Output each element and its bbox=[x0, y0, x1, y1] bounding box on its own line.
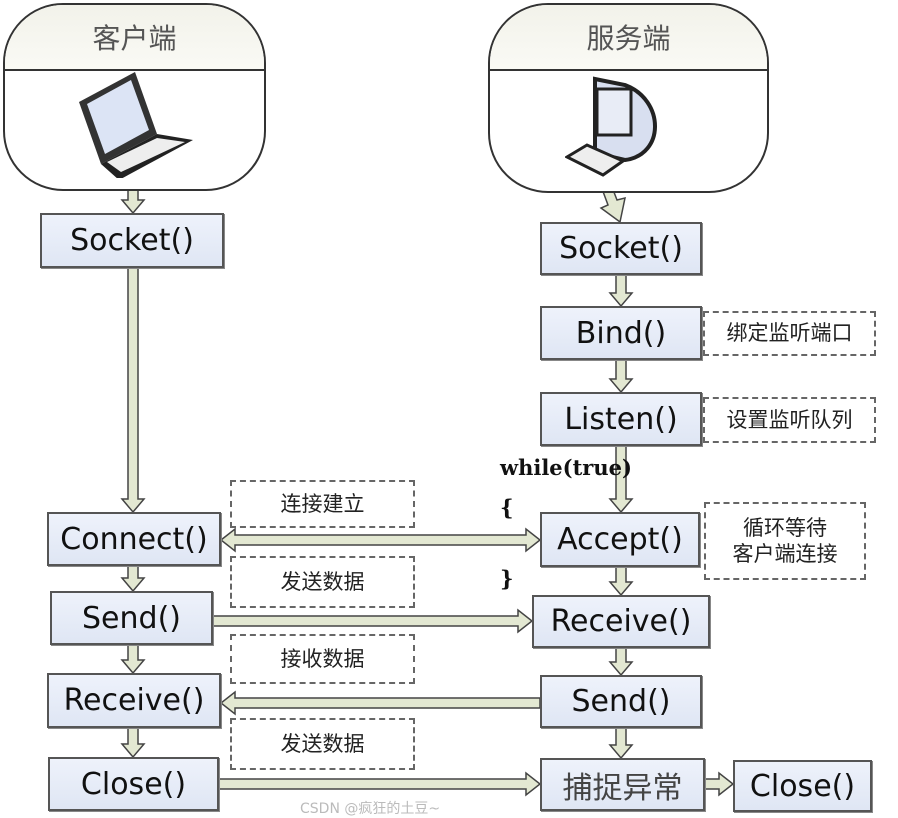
loop-close-brace: } bbox=[500, 566, 514, 591]
down-arrow bbox=[608, 566, 634, 597]
note-receive: 接收数据 bbox=[230, 634, 415, 684]
watermark: CSDN @疯狂的土豆~ bbox=[300, 801, 441, 817]
client-connect-box: Connect() bbox=[47, 512, 221, 566]
server-socket-box: Socket() bbox=[540, 222, 702, 275]
client-socket-box: Socket() bbox=[40, 213, 224, 268]
laptop-icon bbox=[79, 72, 193, 178]
server-bind-box: Bind() bbox=[540, 306, 702, 360]
right-arrow bbox=[218, 771, 542, 797]
left-arrow bbox=[219, 690, 541, 716]
down-arrow bbox=[120, 727, 146, 759]
server-send-box: Send() bbox=[540, 675, 702, 728]
right-arrow bbox=[704, 771, 735, 797]
down-arrow bbox=[608, 727, 634, 760]
server-receive-box: Receive() bbox=[532, 595, 710, 648]
down-arrow bbox=[120, 565, 146, 593]
down-arrow bbox=[608, 445, 634, 514]
server-close-box: Close() bbox=[733, 760, 872, 812]
note-accept: 循环等待 客户端连接 bbox=[704, 502, 866, 580]
right-arrow bbox=[212, 608, 534, 634]
down-arrow bbox=[608, 359, 634, 394]
note-send-1: 发送数据 bbox=[230, 556, 415, 608]
bidirectional-arrow bbox=[219, 527, 542, 553]
down-arrow bbox=[608, 647, 634, 677]
down-arrow bbox=[120, 267, 146, 514]
down-arrow bbox=[608, 274, 634, 308]
loop-open-brace: { bbox=[500, 495, 514, 520]
desktop-computer-icon bbox=[565, 76, 657, 177]
client-title: 客户端 bbox=[5, 5, 264, 71]
note-listen: 设置监听队列 bbox=[703, 397, 876, 443]
server-listen-box: Listen() bbox=[540, 392, 702, 446]
note-bind: 绑定监听端口 bbox=[703, 311, 876, 356]
server-accept-box: Accept() bbox=[540, 512, 700, 567]
client-receive-box: Receive() bbox=[47, 673, 221, 728]
note-connect: 连接建立 bbox=[230, 480, 415, 528]
client-send-box: Send() bbox=[50, 591, 213, 645]
while-loop-label: while(true) bbox=[500, 455, 632, 480]
server-catch-exception-box: 捕捉异常 bbox=[540, 758, 705, 811]
client-close-box: Close() bbox=[48, 757, 219, 811]
note-send-2: 发送数据 bbox=[230, 718, 415, 770]
down-arrow bbox=[120, 644, 146, 675]
server-title: 服务端 bbox=[490, 5, 767, 71]
